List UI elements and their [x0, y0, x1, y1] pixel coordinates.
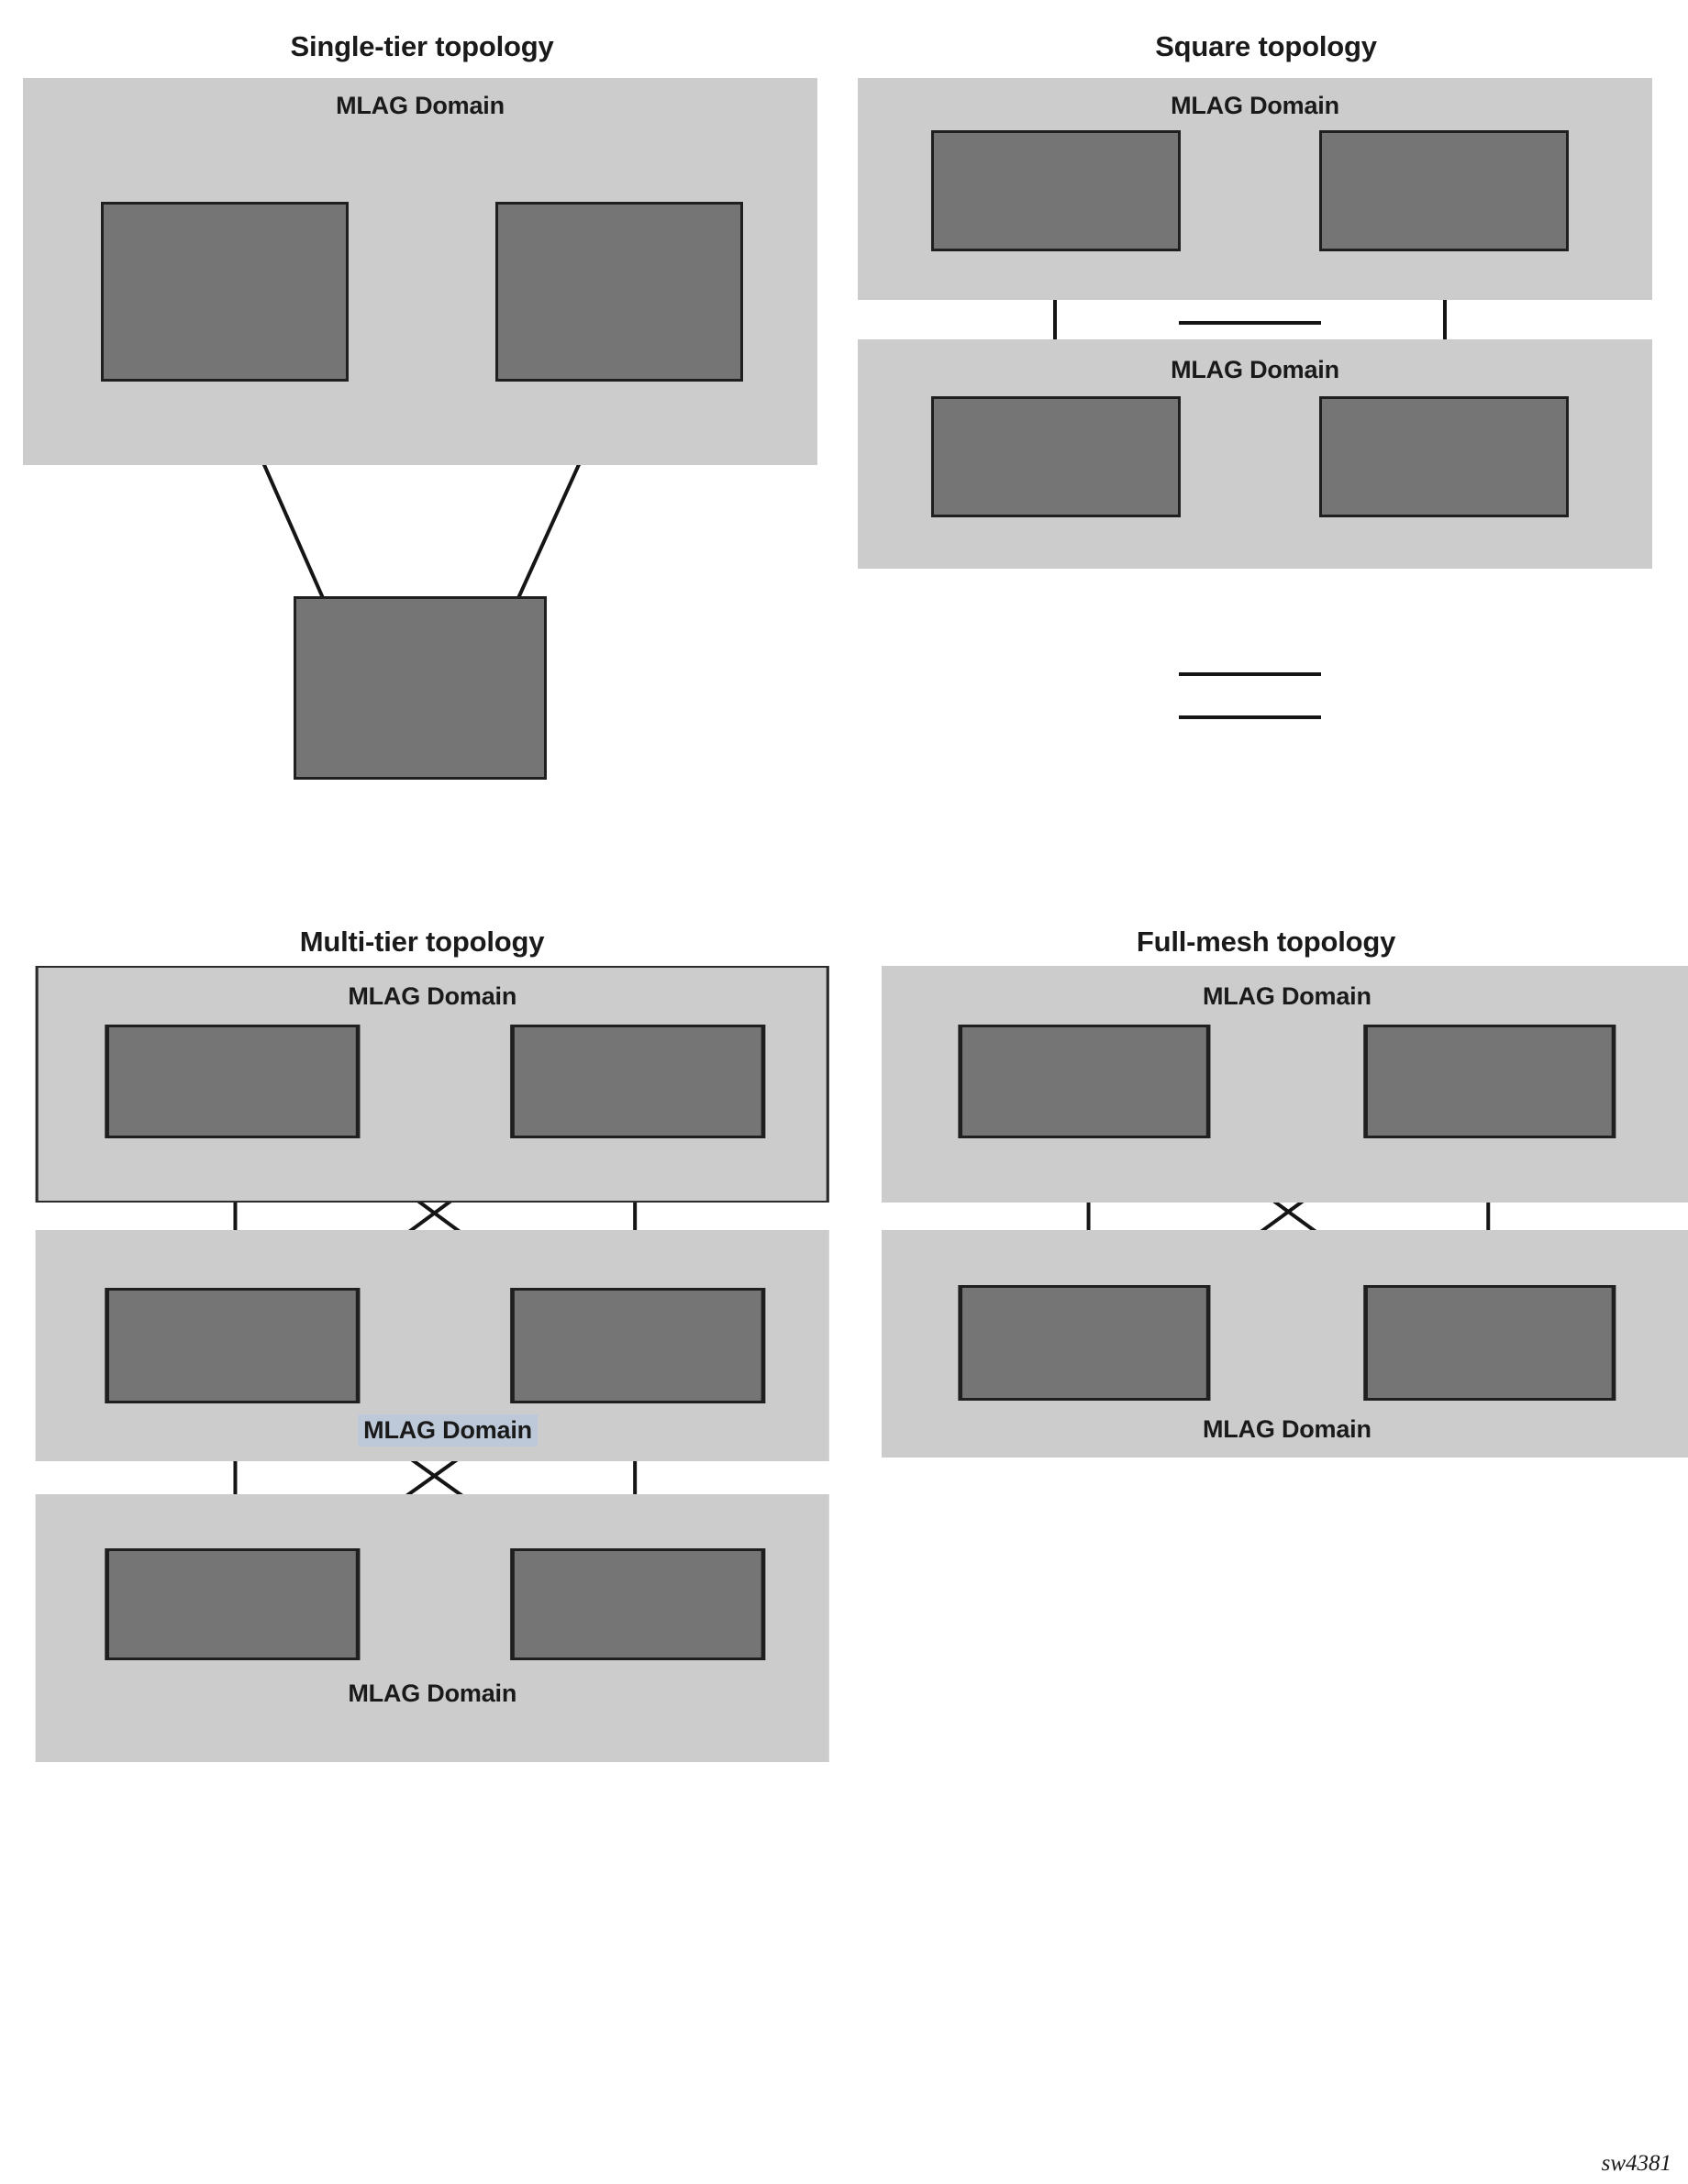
- switch-node[interactable]: [931, 396, 1181, 517]
- switch-node[interactable]: [101, 202, 349, 382]
- switch-node[interactable]: [931, 130, 1181, 251]
- mlag-domain-label: MLAG Domain: [1171, 356, 1339, 383]
- figure-watermark: sw4381: [1601, 2151, 1671, 2176]
- mlag-domain-label: MLAG Domain: [348, 1680, 517, 1707]
- panel-title-single-tier: Single-tier topology: [290, 30, 554, 62]
- mlag-domain-label: MLAG Domain: [1202, 982, 1372, 1010]
- mlag-domain-label: MLAG Domain: [336, 92, 505, 119]
- mlag-domain-label: MLAG Domain: [1171, 92, 1339, 119]
- switch-node[interactable]: [495, 202, 743, 382]
- panel-title-multi-tier: Multi-tier topology: [299, 926, 545, 958]
- panel-title-square: Square topology: [1155, 30, 1377, 62]
- switch-node[interactable]: [105, 1025, 361, 1138]
- switch-node[interactable]: [1319, 396, 1569, 517]
- switch-node[interactable]: [1363, 1285, 1616, 1401]
- switch-node[interactable]: [105, 1288, 361, 1403]
- switch-node[interactable]: [105, 1548, 361, 1660]
- mlag-domain-label: MLAG Domain: [348, 982, 517, 1010]
- switch-node[interactable]: [510, 1288, 766, 1403]
- switch-node[interactable]: [510, 1025, 766, 1138]
- panel-title-full-mesh: Full-mesh topology: [1136, 926, 1396, 958]
- switch-node[interactable]: [510, 1548, 766, 1660]
- mlag-domain-label-selected[interactable]: MLAG Domain: [358, 1414, 538, 1447]
- switch-node[interactable]: [958, 1285, 1211, 1401]
- switch-node[interactable]: [958, 1025, 1211, 1138]
- mlag-domain-label: MLAG Domain: [1202, 1415, 1372, 1443]
- switch-node[interactable]: [1319, 130, 1569, 251]
- switch-node[interactable]: [1363, 1025, 1616, 1138]
- switch-node[interactable]: [294, 596, 547, 780]
